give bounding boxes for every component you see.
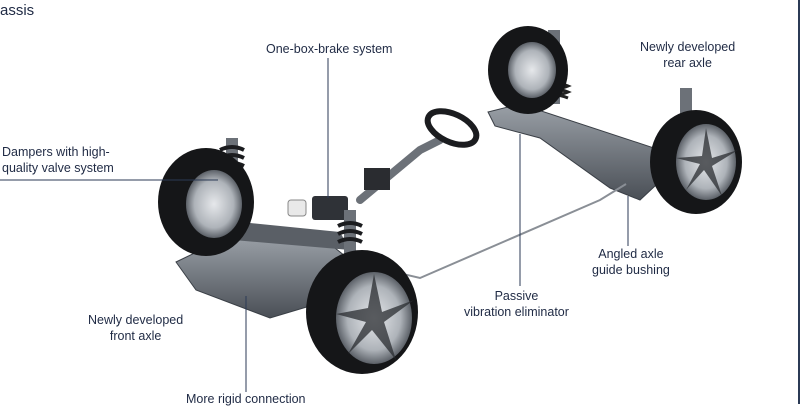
- page-title: assis: [0, 2, 35, 19]
- label-guide-bushing: Angled axle guide bushing: [592, 247, 670, 277]
- steering-assembly: [356, 108, 480, 204]
- frame-edge: [798, 0, 800, 404]
- front-axle-assembly: [158, 138, 418, 374]
- steering-wheel: [424, 108, 480, 148]
- label-rigid-connection: More rigid connection: [186, 392, 306, 406]
- label-rear-axle: Newly developed rear axle: [640, 40, 736, 70]
- brake-unit: [287, 196, 348, 220]
- label-front-axle: Newly developed front axle: [88, 313, 184, 343]
- label-dampers: Dampers with high- quality valve system: [2, 145, 114, 175]
- leader-lines: [0, 58, 629, 392]
- front-left-spring: [219, 145, 245, 176]
- label-vibration-eliminator: Passive vibration eliminator: [464, 289, 569, 319]
- label-brake-system: One-box-brake system: [266, 42, 393, 56]
- rear-axle-assembly: [487, 26, 742, 214]
